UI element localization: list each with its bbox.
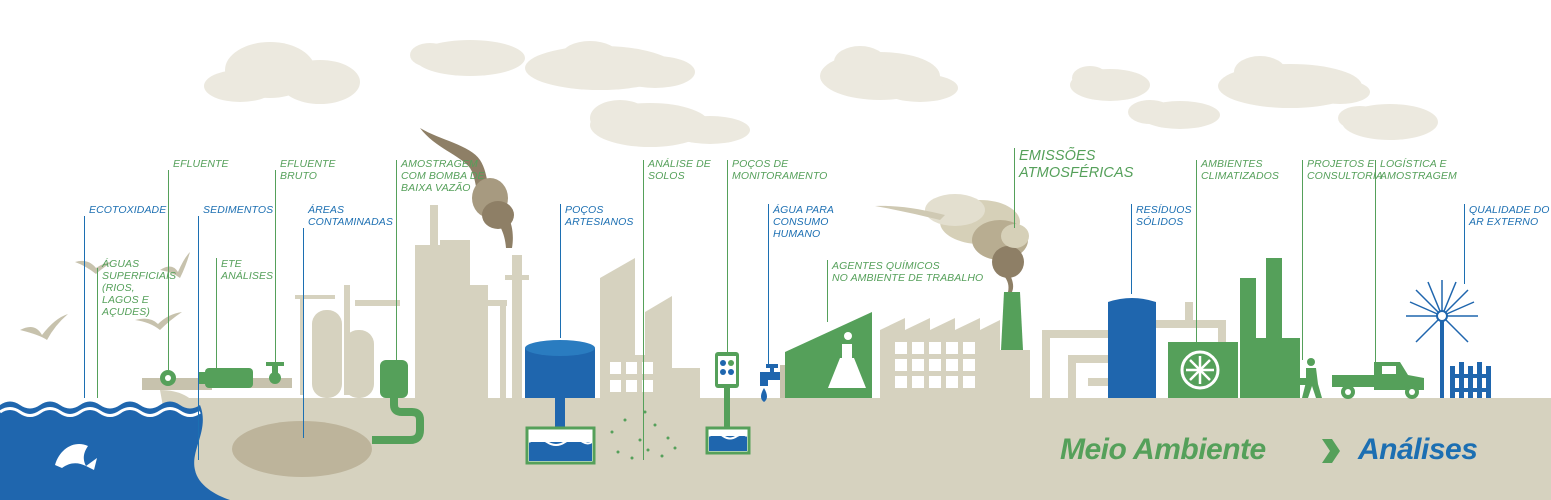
line-amostragem: [396, 160, 398, 360]
label-agentes-quimicos: AGENTES QUÍMICOS NO AMBIENTE DE TRABALHO: [832, 260, 984, 284]
truck-icon: [1332, 362, 1424, 399]
label-areas-contaminadas: ÁREAS CONTAMINADAS: [308, 204, 394, 228]
label-agua-consumo: ÁGUA PARA CONSUMO HUMANO: [773, 204, 834, 240]
label-ete-analises: ETE ANÁLISES: [221, 258, 274, 282]
smoke-left: [420, 128, 514, 248]
buildings-middle: [600, 258, 700, 398]
line-ete: [216, 258, 218, 368]
faucet-valve-icon: [266, 362, 284, 384]
line-sedimentos: [198, 216, 200, 460]
cloud-4: [590, 100, 750, 147]
label-sedimentos: SEDIMENTOS: [203, 204, 274, 216]
label-logistica: LOGÍSTICA E AMOSTRAGEM: [1380, 158, 1457, 182]
label-qualidade-ar: QUALIDADE DO AR EXTERNO: [1469, 204, 1550, 228]
line-pocos-monitoramento: [727, 160, 729, 352]
label-emissoes: EMISSÕES ATMOSFÉRICAS: [1019, 148, 1134, 181]
line-ambientes: [1196, 160, 1198, 346]
label-ecotoxidade: ECOTOXIDADE: [89, 204, 167, 216]
label-ambientes: AMBIENTES CLIMATIZADOS: [1201, 158, 1280, 182]
line-agua-consumo: [768, 204, 770, 364]
label-amostragem: AMOSTRAGEM COM BOMBA DE BAIXA VAZÃO: [401, 158, 485, 194]
fence: [1450, 362, 1491, 398]
valve-icon: [160, 370, 176, 386]
line-residuos: [1131, 204, 1133, 294]
person-icon: [1298, 358, 1322, 398]
line-agentes: [827, 260, 829, 322]
line-logistica: [1375, 160, 1377, 362]
pipes-left: [142, 362, 292, 390]
pipes-right: [1042, 302, 1226, 398]
chimney: [1000, 292, 1030, 398]
lab-building: [785, 312, 872, 398]
solid-waste-tank: [1108, 298, 1156, 398]
cloud-6: [1070, 66, 1150, 101]
label-efluente: EFLUENTE: [173, 158, 229, 170]
line-areas: [303, 228, 305, 438]
line-analise-solos: [643, 160, 645, 460]
air-sensor-pole: [1440, 320, 1444, 398]
cloud-1: [204, 42, 360, 104]
line-aguas: [97, 268, 99, 398]
faucet-icon: [760, 364, 788, 402]
refinery: [295, 205, 529, 398]
water-body: [0, 401, 230, 500]
air-sensor-head: [1436, 310, 1448, 322]
building-windows: [610, 362, 653, 392]
flask-icon: [828, 332, 866, 388]
fan-icon: [1180, 350, 1220, 390]
label-efluente-bruto: EFLUENTE BRUTO: [280, 158, 336, 182]
clouds: [204, 40, 1438, 147]
smoke-emission: [875, 194, 1029, 292]
line-ecotoxidade: [84, 216, 86, 398]
breadcrumb-current: Análises: [1358, 433, 1478, 466]
pump-icon: [198, 368, 253, 388]
cloud-2: [410, 40, 525, 76]
line-efluente: [168, 170, 170, 370]
soil-dots: [610, 410, 677, 460]
label-projetos: PROJETOS E CONSULTORIA: [1307, 158, 1383, 182]
line-qualidade: [1464, 204, 1466, 284]
line-pocos-artesianos: [560, 204, 562, 338]
storage-tank-green: [372, 360, 424, 444]
label-pocos-artesianos: POÇOS ARTESIANOS: [565, 204, 634, 228]
line-efluente-bruto: [275, 170, 277, 364]
contaminated-area: [232, 421, 372, 477]
cloud-8: [1128, 100, 1220, 129]
artesian-well: [525, 340, 596, 465]
label-aguas-superficiais: ÁGUAS SUPERFICIAIS (RIOS, LAGOS E AÇUDES…: [102, 258, 177, 318]
air-sensor-icon: [1406, 280, 1478, 352]
cloud-9: [1338, 104, 1438, 140]
factory-windows: [895, 342, 975, 388]
label-residuos-solidos: RESÍDUOS SÓLIDOS: [1136, 204, 1192, 228]
cloud-3: [525, 41, 695, 90]
label-pocos-monitoramento: POÇOS DE MONITORAMENTO: [732, 158, 828, 182]
line-emissoes: [1014, 148, 1016, 228]
breadcrumb-home-link[interactable]: Meio Ambiente: [1060, 433, 1266, 466]
fish-icon: [55, 444, 97, 470]
chevron-right-icon: [1318, 432, 1342, 475]
line-projetos: [1302, 160, 1304, 360]
label-analise-solos: ANÁLISE DE SOLOS: [648, 158, 711, 182]
cloud-5: [820, 46, 958, 102]
monitoring-well: [705, 352, 751, 455]
cloud-7: [1218, 56, 1370, 108]
